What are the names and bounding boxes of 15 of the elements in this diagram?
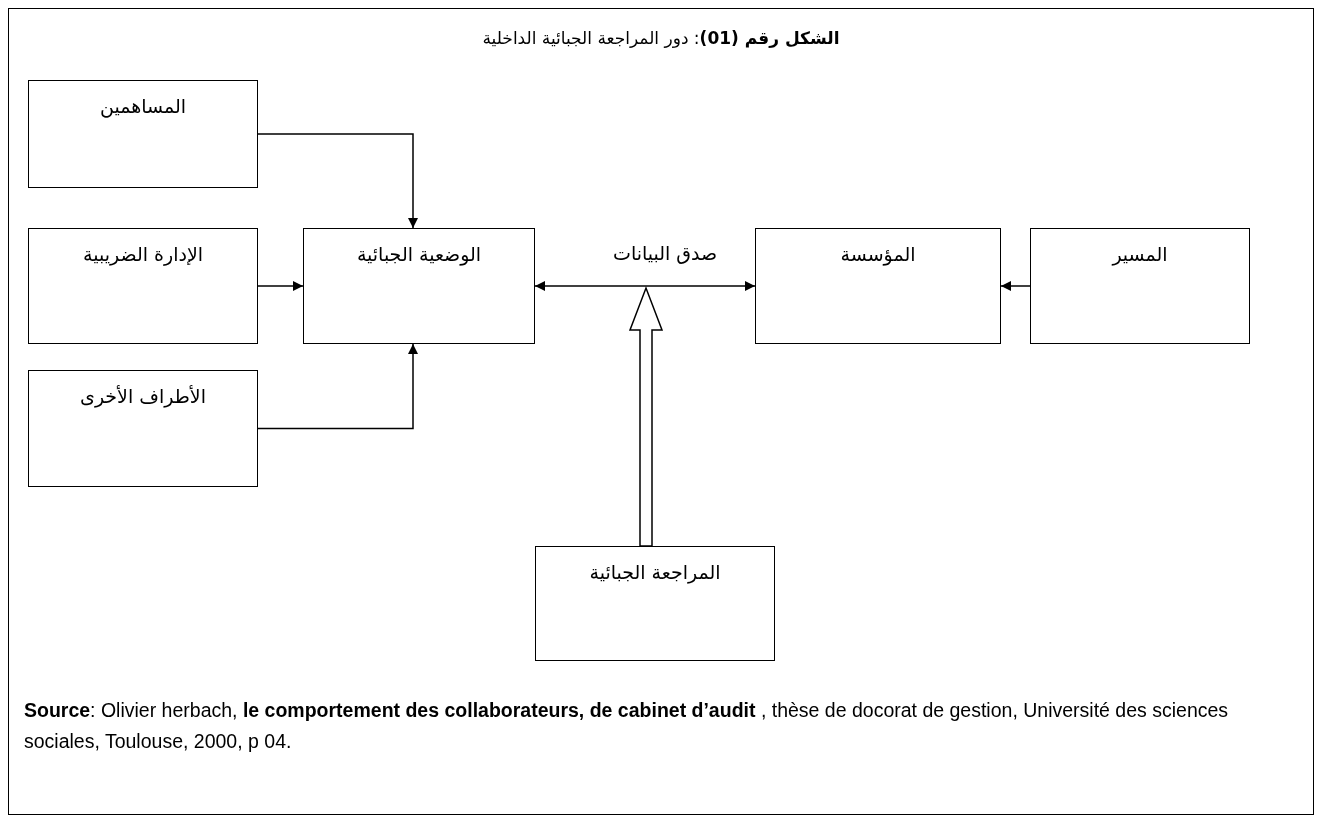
box: المسير	[1030, 228, 1250, 344]
hollow-arrow	[628, 285, 664, 547]
title: الشكل رقم (01): دور المراجعة الجبائية الداخلية	[481, 28, 841, 48]
caption: Source: Olivier herbach, le comportement des collaborateurs, de cabinet d’audit , thèse de docorat de gestion, Université des sciences sociales, Toulouse, 2000, p 04.	[24, 698, 1230, 754]
arrow	[534, 281, 756, 291]
arrow	[257, 343, 418, 430]
box: الوضعية الجبائية	[303, 228, 535, 344]
box: الأطراف الأخرى	[28, 370, 258, 487]
arrow	[1000, 281, 1031, 291]
box: المؤسسة	[755, 228, 1001, 344]
box: المساهمين	[28, 80, 258, 188]
arrow	[257, 281, 304, 291]
box: الإدارة الضريبية	[28, 228, 258, 344]
arrow	[257, 133, 418, 229]
box: المراجعة الجبائية	[535, 546, 775, 661]
